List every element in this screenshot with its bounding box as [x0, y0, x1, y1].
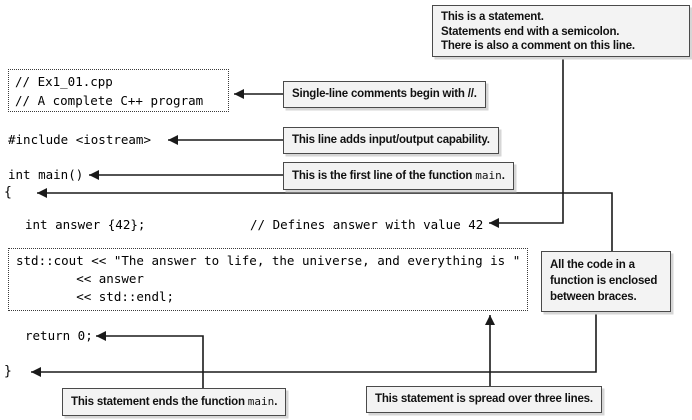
code-line-return: return 0;: [25, 328, 93, 343]
code-comment-block: // Ex1_01.cpp // A complete C++ program: [8, 69, 229, 112]
code-line-file-comment: // Ex1_01.cpp: [15, 74, 113, 89]
code-open-brace: {: [4, 185, 12, 200]
callout-ends-main-before: This statement ends the function: [71, 396, 248, 408]
callout-main-first-line-before: This is the first line of the function: [292, 170, 476, 182]
callout-main-first-line: This is the first line of the function m…: [283, 162, 514, 190]
callout-braces-line-1: All the code in a: [550, 259, 635, 271]
callout-statement-line-3: There is also a comment on this line.: [441, 40, 635, 52]
callout-include-capability-text: This line adds input/output capability.: [292, 134, 490, 146]
arrow-endsmain-to-return: [96, 331, 204, 388]
callout-three-lines-text: This statement is spread over three line…: [375, 393, 593, 405]
code-close-brace: }: [4, 364, 12, 379]
callout-main-first-line-code: main: [475, 169, 502, 182]
callout-braces-line-3: between braces.: [550, 291, 637, 303]
code-line-program-comment: // A complete C++ program: [15, 93, 204, 108]
arrow-braces-to-close-brace: [31, 312, 597, 377]
callout-statement-line-1: This is a statement.: [441, 11, 544, 23]
callout-ends-main-after: .: [274, 396, 278, 408]
callout-statement: This is a statement. Statements end with…: [432, 5, 690, 57]
code-line-cout-2: << answer: [16, 271, 144, 286]
callout-main-first-line-after: .: [501, 170, 505, 182]
callout-ends-main-code: main: [247, 395, 275, 408]
code-line-answer-statement: int answer {42};: [25, 217, 146, 232]
callout-single-line-comments: Single-line comments begin with //.: [283, 81, 486, 108]
callout-single-line-comments-text: Single-line comments begin with //.: [292, 88, 477, 100]
code-line-answer-comment: // Defines answer with value 42: [250, 217, 484, 232]
code-line-main-signature: int main(): [8, 167, 84, 182]
callout-ends-main: This statement ends the function main.: [62, 388, 287, 416]
code-line-cout-1: std::cout << "The answer to life, the un…: [16, 253, 521, 268]
code-cout-block: std::cout << "The answer to life, the un…: [8, 248, 528, 311]
callout-braces-line-2: function is enclosed: [550, 275, 658, 287]
code-line-include: #include <iostream>: [8, 132, 151, 147]
callout-braces: All the code in a function is enclosed b…: [541, 251, 671, 312]
arrow-statement-to-comment: [489, 57, 564, 228]
callout-statement-line-2: Statements end with a semicolon.: [441, 25, 620, 38]
callout-include-capability: This line adds input/output capability.: [283, 127, 499, 154]
code-line-cout-3: << std::endl;: [16, 289, 175, 304]
callout-three-lines: This statement is spread over three line…: [366, 386, 602, 413]
